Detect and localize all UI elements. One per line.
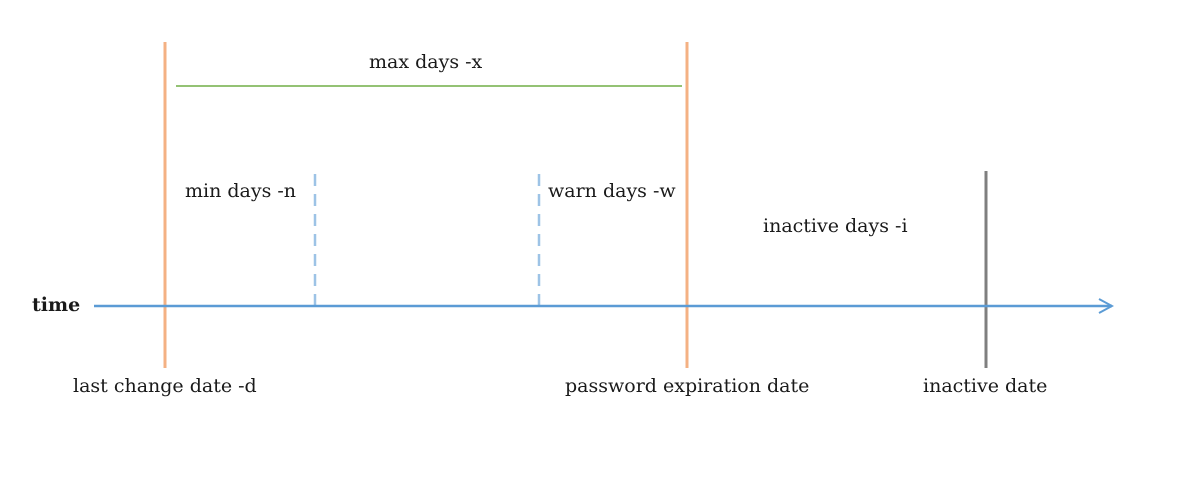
warn-days-label: warn days -w xyxy=(548,180,676,202)
expiration-date-label: password expiration date xyxy=(565,375,810,397)
min-days-label: min days -n xyxy=(185,180,297,202)
max-days-label: max days -x xyxy=(369,51,483,73)
inactive-days-label: inactive days -i xyxy=(763,215,908,237)
timeline-label: time xyxy=(32,294,81,316)
inactive-date-label: inactive date xyxy=(923,375,1048,397)
last-change-date-label: last change date -d xyxy=(73,375,257,397)
